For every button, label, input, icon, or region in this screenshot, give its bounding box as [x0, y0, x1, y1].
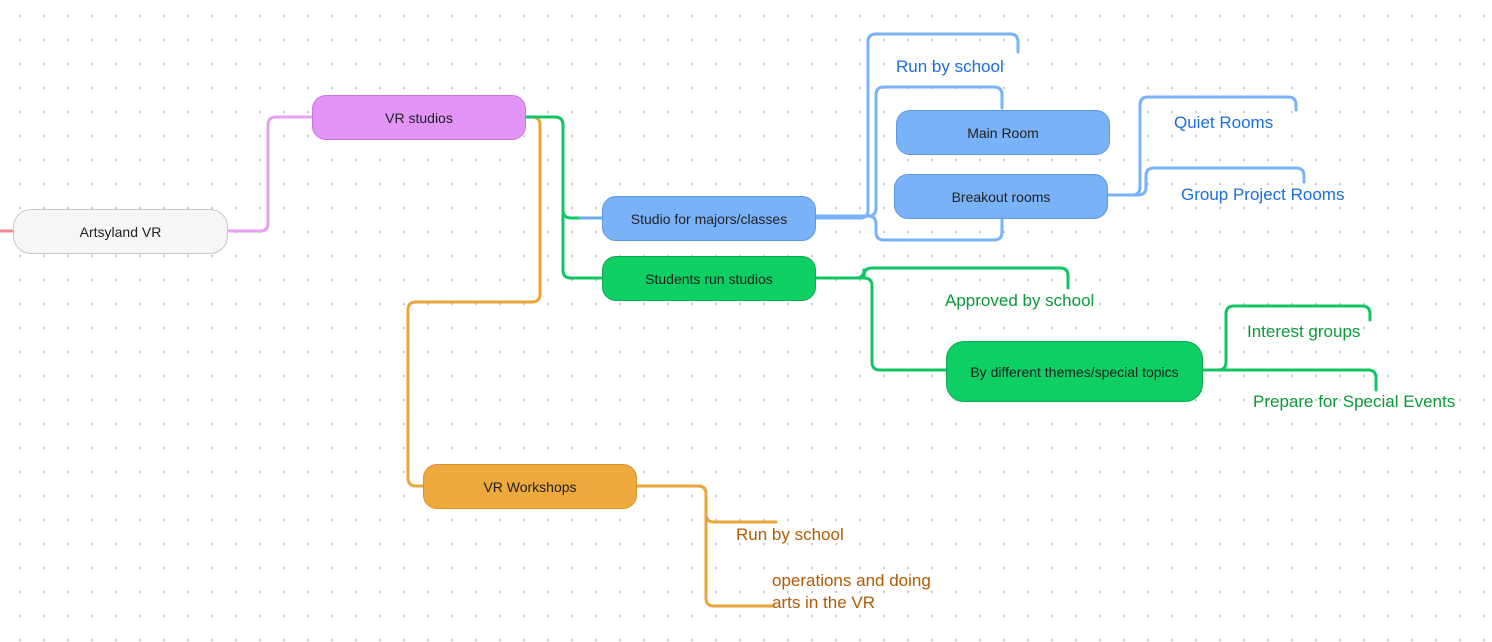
node-main-room[interactable]: Main Room — [896, 110, 1110, 155]
node-breakout-rooms[interactable]: Breakout rooms — [894, 174, 1108, 219]
node-students-run-studios[interactable]: Students run studios — [602, 256, 816, 301]
connector-themes-events — [1200, 368, 1378, 392]
node-vr-workshops[interactable]: VR Workshops — [423, 464, 637, 509]
label-quiet-rooms[interactable]: Quiet Rooms — [1174, 113, 1274, 132]
connector-vr-studios-students — [561, 208, 604, 280]
connector-students-approved — [814, 266, 1070, 290]
connector-vr-studios-workshops — [406, 115, 542, 488]
label-prepare-special-events[interactable]: Prepare for Special Events — [1253, 392, 1456, 411]
connector-breakout-group-project — [1106, 166, 1306, 197]
label-run-by-school-orange[interactable]: Run by school — [736, 525, 844, 544]
node-artsyland-vr[interactable]: Artsyland VR — [13, 209, 228, 254]
node-different-themes[interactable]: By different themes/special topics — [946, 341, 1203, 402]
connector-themes-interest — [1200, 304, 1372, 372]
label-group-project-rooms[interactable]: Group Project Rooms — [1181, 185, 1345, 204]
label-interest-groups[interactable]: Interest groups — [1247, 322, 1361, 341]
label-approved-by-school[interactable]: Approved by school — [945, 291, 1095, 310]
node-studio-majors-classes[interactable]: Studio for majors/classes — [602, 196, 816, 241]
connector-workshops-operations — [634, 484, 774, 608]
connector-breakout-quiet — [1106, 95, 1298, 197]
connector-root-vr-studios — [226, 115, 314, 233]
node-vr-studios[interactable]: VR studios — [312, 95, 526, 140]
connector-vr-studios-majors — [524, 115, 582, 220]
connector-majors-room-group — [814, 85, 1004, 218]
connector-majors-room-group-bottom — [814, 214, 1004, 242]
label-operations-arts-vr[interactable]: operations and doing arts in the VR — [772, 571, 931, 612]
label-run-by-school-blue[interactable]: Run by school — [896, 57, 1004, 76]
connector-students-themes — [814, 276, 948, 372]
